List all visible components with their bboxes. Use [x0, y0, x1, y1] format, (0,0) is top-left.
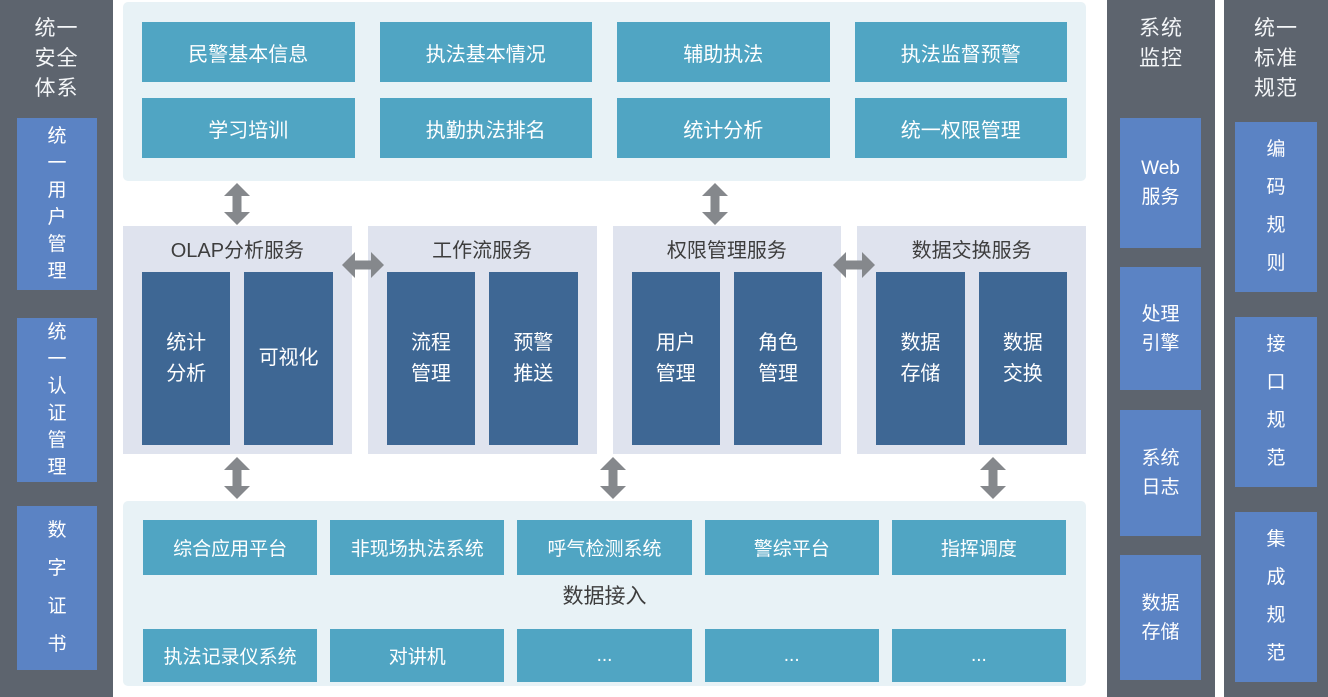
service-panel-boxes: 流程 管理 预警 推送 — [386, 272, 578, 445]
vertical-double-arrow — [598, 457, 628, 499]
data-access-label: 数据接入 — [562, 585, 647, 608]
app-module-enforcement-basic: 执法基本情况 — [379, 22, 592, 82]
service-panel-title: 数据交换服务 — [911, 240, 1032, 262]
app-module-unified-permission: 统一权限管理 — [854, 98, 1067, 158]
monitor-item-processing-engine: 处理 引擎 — [1120, 267, 1201, 390]
system-monitor-panel: 系统 监控 Web 服务 处理 引擎 系统 日志 数据 存储 — [1107, 0, 1215, 697]
security-item-label: 数字证书 — [47, 520, 67, 655]
app-module-police-basic-info: 民警基本信息 — [142, 22, 355, 82]
standard-item-interface-spec: 接口规范 — [1235, 317, 1317, 487]
service-panel-title: 权限管理服务 — [666, 240, 787, 262]
standards-panel-title: 统一 标准 规范 — [1254, 17, 1298, 100]
app-module-learning-training: 学习培训 — [142, 98, 355, 158]
security-system-panel: 统一 安全 体系 统一用户管理 统一认证管理 数字证书 — [0, 0, 113, 697]
device-more-2: ... — [704, 629, 879, 682]
horizontal-double-arrow — [833, 250, 875, 280]
security-item-label: 统一认证管理 — [47, 322, 67, 478]
service-component-data-storage: 数据 存储 — [876, 272, 965, 445]
source-system-row: 综合应用平台 非现场执法系统 呼气检测系统 警综平台 指挥调度 — [143, 520, 1067, 575]
service-panel-olap: OLAP分析服务 统计 分析 可视化 — [123, 226, 352, 454]
vertical-double-arrow — [222, 183, 252, 225]
standard-item-integration-spec: 集成规范 — [1235, 512, 1317, 682]
security-item-label: 统一用户管理 — [47, 126, 67, 282]
source-system-breath-test: 呼气检测系统 — [517, 520, 692, 575]
service-panel-boxes: 数据 存储 数据 交换 — [876, 272, 1067, 445]
security-panel-title: 统一 安全 体系 — [34, 17, 79, 100]
standard-item-label: 接口规范 — [1266, 334, 1286, 469]
device-more-3: ... — [891, 629, 1067, 682]
service-component-visualization: 可视化 — [244, 272, 333, 445]
service-component-user-mgmt: 用户 管理 — [631, 272, 720, 445]
security-item-digital-cert: 数字证书 — [17, 506, 97, 670]
monitor-panel-title: 系统 监控 — [1139, 17, 1183, 70]
service-layer: OLAP分析服务 统计 分析 可视化 工作流服务 流程 管理 预警 推送 权限管… — [123, 226, 1086, 454]
device-walkie-talkie: 对讲机 — [330, 629, 505, 682]
monitor-item-system-log: 系统 日志 — [1120, 410, 1201, 536]
security-item-unified-user-mgmt: 统一用户管理 — [17, 118, 97, 290]
vertical-double-arrow — [978, 457, 1008, 499]
app-module-duty-ranking: 执勤执法排名 — [379, 98, 592, 158]
app-module-statistics-analysis: 统计分析 — [617, 98, 830, 158]
service-component-warning-push: 预警 推送 — [489, 272, 578, 445]
service-component-role-mgmt: 角色 管理 — [733, 272, 823, 445]
vertical-double-arrow — [222, 457, 252, 499]
device-more-1: ... — [517, 629, 692, 682]
monitor-item-data-storage: 数据 存储 — [1120, 555, 1201, 680]
service-panel-permission: 权限管理服务 用户 管理 角色 管理 — [612, 226, 842, 454]
service-panel-workflow: 工作流服务 流程 管理 预警 推送 — [367, 226, 597, 454]
device-body-camera-system: 执法记录仪系统 — [143, 629, 318, 682]
service-panel-title: OLAP分析服务 — [170, 240, 305, 262]
source-system-comprehensive-platform: 综合应用平台 — [143, 520, 318, 575]
standard-item-label: 编码规则 — [1266, 139, 1286, 274]
app-module-assist-enforcement: 辅助执法 — [617, 22, 830, 82]
vertical-double-arrow — [700, 183, 730, 225]
service-component-process-mgmt: 流程 管理 — [386, 272, 476, 445]
service-panel-boxes: 统计 分析 可视化 — [142, 272, 333, 445]
horizontal-double-arrow — [342, 250, 384, 280]
source-system-offsite-enforcement: 非现场执法系统 — [330, 520, 505, 575]
data-access-layer: 综合应用平台 非现场执法系统 呼气检测系统 警综平台 指挥调度 数据接入 执法记… — [123, 501, 1086, 686]
source-system-command-dispatch: 指挥调度 — [891, 520, 1067, 575]
app-module-supervision-warning: 执法监督预警 — [854, 22, 1067, 82]
application-layer: 民警基本信息 执法基本情况 辅助执法 执法监督预警 学习培训 执勤执法排名 统计… — [123, 2, 1086, 181]
service-component-data-exchange: 数据 交换 — [978, 272, 1067, 445]
service-panel-data-exchange: 数据交换服务 数据 存储 数据 交换 — [857, 226, 1086, 454]
standard-item-coding-rules: 编码规则 — [1235, 122, 1317, 292]
security-item-unified-auth-mgmt: 统一认证管理 — [17, 318, 97, 482]
service-panel-title: 工作流服务 — [432, 240, 533, 262]
standards-panel: 统一 标准 规范 编码规则 接口规范 集成规范 — [1224, 0, 1328, 697]
source-system-police-platform: 警综平台 — [704, 520, 879, 575]
monitor-item-web-service: Web 服务 — [1120, 118, 1201, 248]
service-component-stat-analysis: 统计 分析 — [142, 272, 231, 445]
device-row: 执法记录仪系统 对讲机 ... ... ... — [143, 629, 1067, 682]
standard-item-label: 集成规范 — [1266, 529, 1286, 664]
service-panel-boxes: 用户 管理 角色 管理 — [631, 272, 823, 445]
